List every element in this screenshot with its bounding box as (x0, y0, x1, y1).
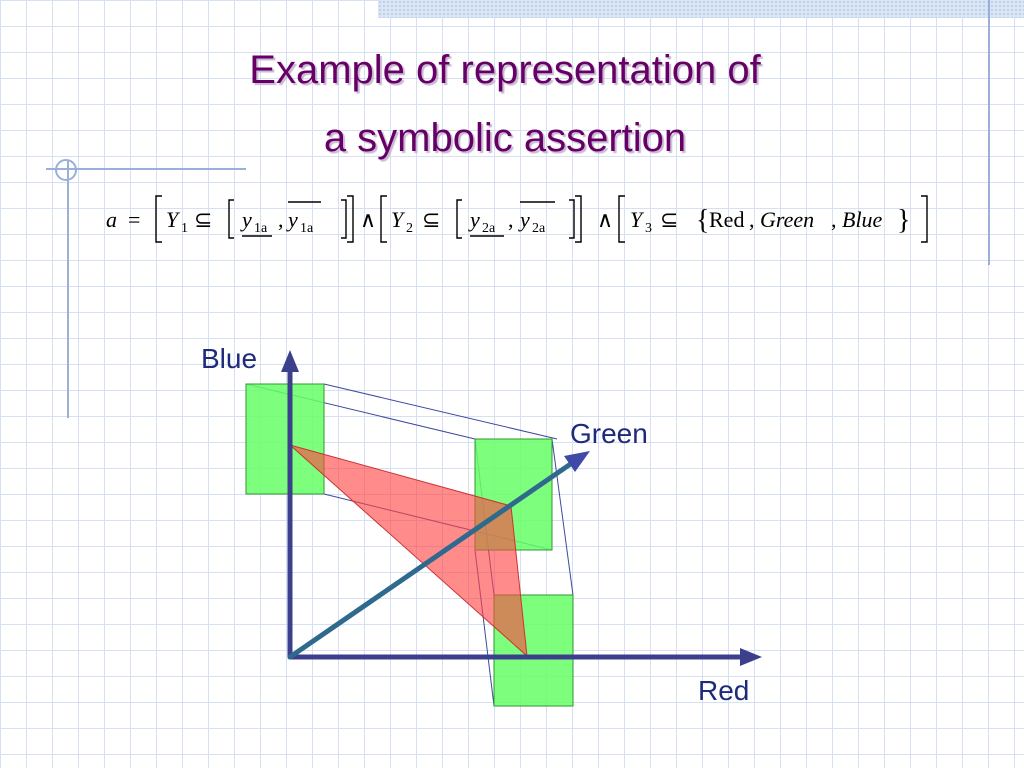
formula-a: a (106, 207, 117, 232)
formula-subset-1: ⊆ (194, 207, 212, 232)
formula-comma-4: , (831, 207, 837, 232)
green-axis (287, 460, 575, 660)
formula-comma-2: , (508, 207, 514, 232)
decor-horizontal-line-left (46, 168, 246, 170)
formula-equals: = (128, 207, 140, 232)
decor-circle (55, 159, 77, 181)
slide-title: Example of representation of a symbolic … (0, 36, 1010, 172)
formula-y1a-lower-sub: 1a (254, 221, 268, 236)
formula-comma-3: , (749, 207, 755, 232)
formula-brace-close: } (897, 205, 910, 236)
title-line-1: Example of representation of (249, 48, 761, 92)
assertion-triangle (289, 444, 528, 658)
formula-set-blue: Blue (842, 207, 883, 232)
formula-comma-1: , (278, 207, 284, 232)
red-axis-arrowhead (740, 648, 762, 666)
decor-vertical-line-right (988, 0, 990, 265)
green-axis-label: Green (570, 418, 648, 449)
formula-Y3: Y (630, 207, 645, 232)
green-axis-arrowhead (564, 451, 590, 472)
formula-subset-2: ⊆ (422, 207, 440, 232)
formula-Y2: Y (391, 207, 406, 232)
formula-brace-open: { (696, 205, 709, 236)
formula-y2a-lower: y (468, 207, 480, 232)
header-dotted-band (378, 0, 1024, 18)
red-axis-label: Red (698, 675, 750, 706)
formula-set-green: Green (760, 207, 814, 232)
formula-y1a-upper: y (286, 207, 298, 232)
formula-Y1: Y (166, 207, 181, 232)
blue-interval-box (245, 383, 325, 495)
blue-axis-arrowhead (281, 350, 299, 372)
formula-wedge-1: ∧ (360, 207, 376, 232)
formula-Y2-sub: 2 (406, 221, 413, 236)
formula-Y1-sub: 1 (181, 221, 188, 236)
formula-y1a-upper-sub: 1a (300, 221, 314, 236)
decor-vertical-line-left (67, 160, 69, 418)
formula-Y3-sub: 3 (645, 221, 652, 236)
formula-wedge-2: ∧ (597, 207, 613, 232)
formula-y2a-upper-sub: 2a (532, 221, 546, 236)
formula-y2a-upper: y (518, 207, 530, 232)
blue-axis-label: Blue (201, 343, 258, 374)
formula-subset-3: ⊆ (660, 207, 678, 232)
formula-set-red: Red (709, 207, 744, 232)
formula-y1a-lower: y (240, 207, 252, 232)
symbolic-assertion-formula: a = Y 1 ⊆ y 1a , y 1a ∧ Y 2 ⊆ y 2a , y 2… (106, 195, 928, 243)
title-line-2: a symbolic assertion (323, 116, 687, 160)
formula-y2a-lower-sub: 2a (482, 221, 496, 236)
